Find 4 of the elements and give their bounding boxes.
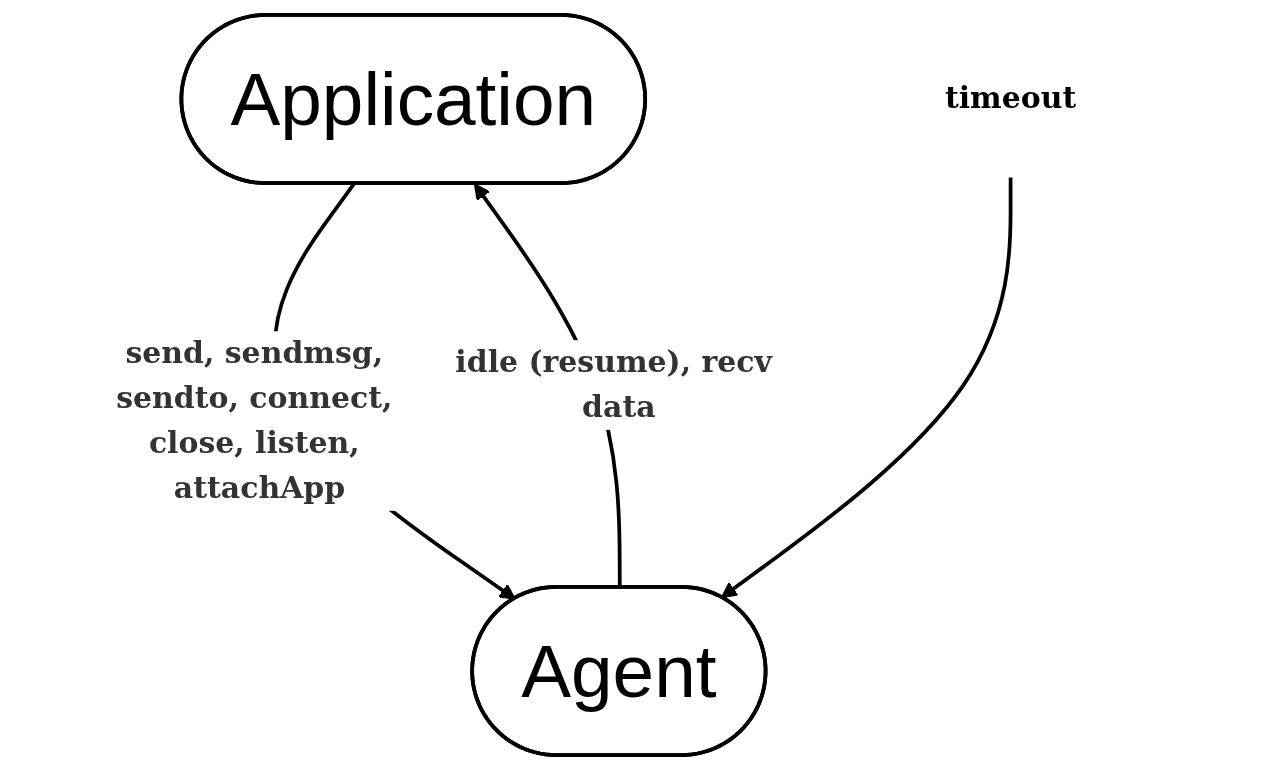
arrow	[720, 177, 1013, 599]
edge-label: idle (resume), recv data	[455, 343, 772, 425]
node-text: timeout	[944, 80, 1077, 116]
edge-label: send, sendmsg, sendto, connect, close, listen, attachApp	[116, 335, 393, 506]
